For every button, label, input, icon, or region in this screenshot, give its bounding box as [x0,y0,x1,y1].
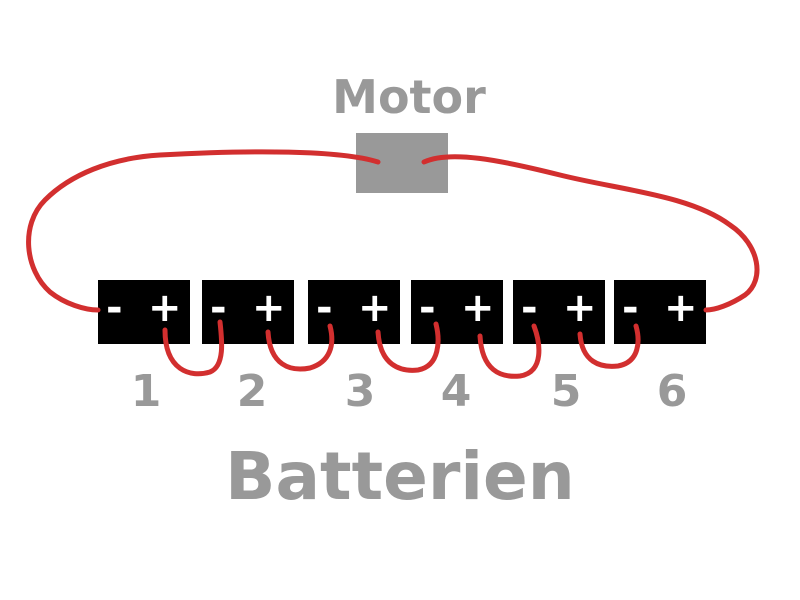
wire-jumper-3-4 [375,321,441,373]
plus-terminal: + [148,285,182,331]
battery-6: - + [614,280,706,344]
battery-2: - + [202,280,294,344]
wire-motor-to-battery1-minus [26,149,381,313]
motor-label: Motor [332,70,486,124]
battery-number: 5 [550,366,582,417]
battery-number: 3 [344,366,376,417]
battery-4: - + [411,280,503,344]
battery-3: - + [308,280,400,344]
batteries-label: Batterien [225,438,575,515]
battery-1: - + [98,280,190,344]
battery-number: 6 [656,366,688,417]
wire-jumper-2-3 [265,323,335,372]
wire-jumper-1-2 [162,319,225,377]
motor-box [356,133,448,193]
battery-5: - + [513,280,605,344]
plus-terminal: + [563,285,597,331]
wire-jumper-5-6 [577,323,641,369]
plus-terminal: + [358,285,392,331]
minus-terminal: - [622,285,639,331]
minus-terminal: - [419,285,436,331]
wire-jumper-4-5 [477,323,542,379]
plus-terminal: + [664,285,698,331]
plus-terminal: + [461,285,495,331]
minus-terminal: - [316,285,333,331]
wire-motor-to-battery6-plus [421,154,760,313]
minus-terminal: - [210,285,227,331]
battery-number: 4 [440,366,472,417]
battery-number: 2 [236,366,268,417]
minus-terminal: - [106,285,123,331]
battery-number: 1 [130,366,162,417]
minus-terminal: - [521,285,538,331]
plus-terminal: + [252,285,286,331]
